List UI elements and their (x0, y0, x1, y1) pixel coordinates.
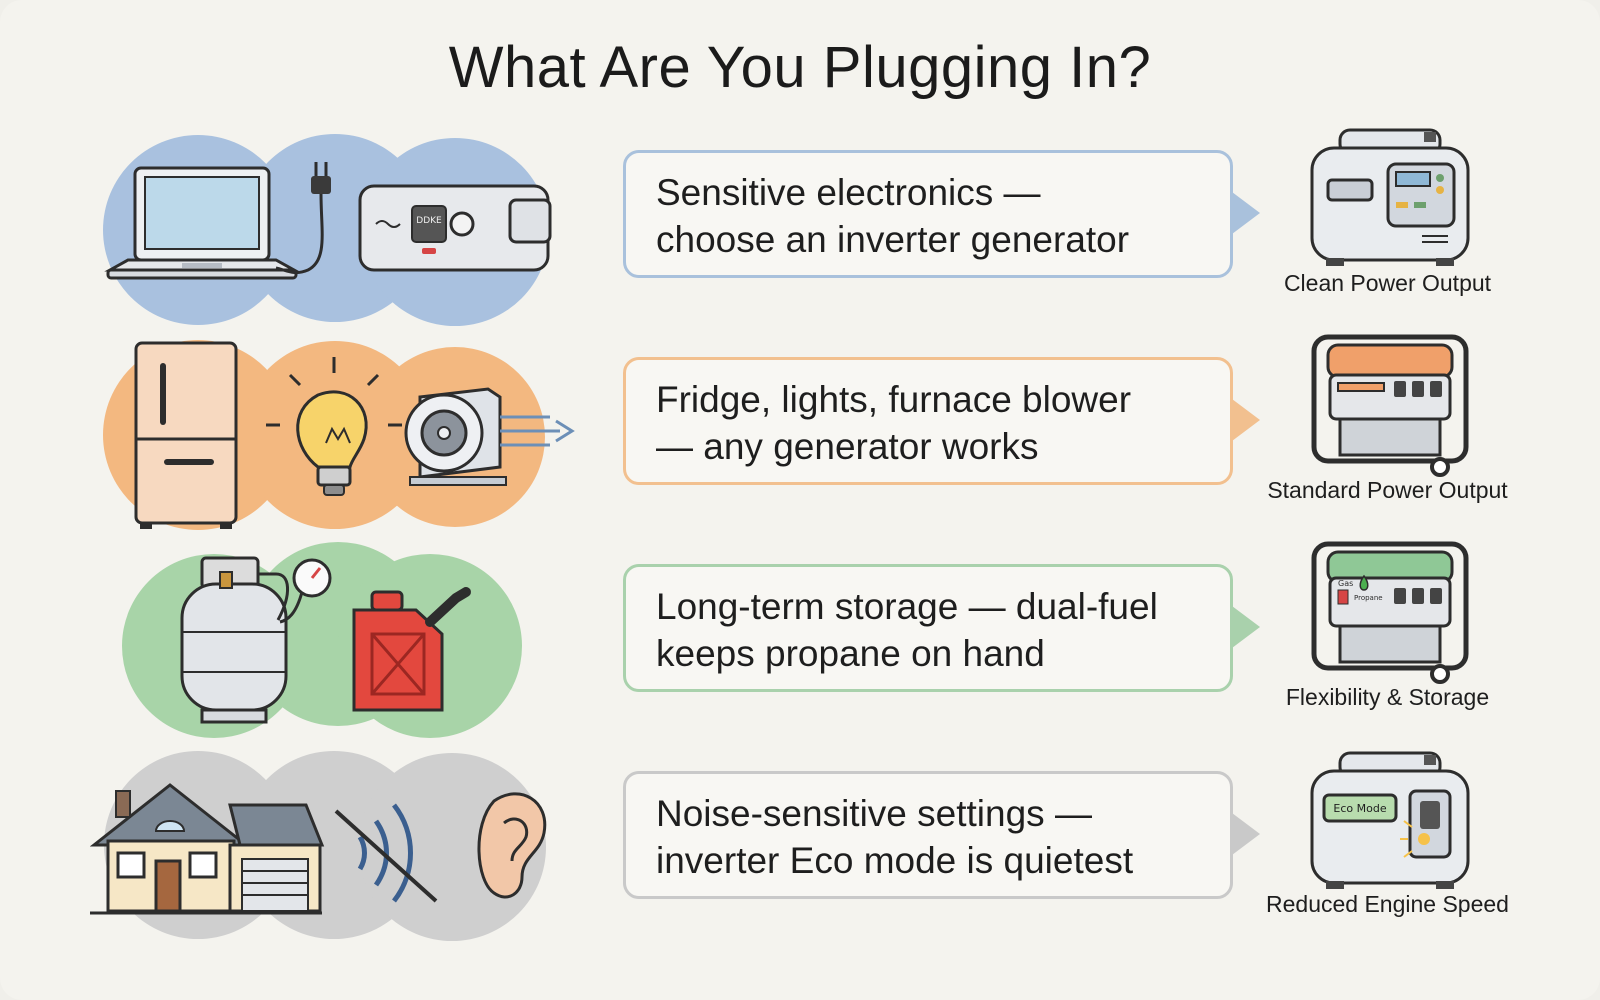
page-title: What Are You Plugging In? (448, 35, 1152, 100)
pointer-arrow (1232, 813, 1260, 855)
message-box-storage: Long-term storage — dual-fuel keeps prop… (623, 564, 1233, 692)
message-line-1: Noise-sensitive settings — (656, 793, 1092, 834)
eco-mode-generator-icon: Eco Mode (1310, 751, 1470, 889)
open-frame-generator-icon (1311, 334, 1469, 477)
illustration-noise (90, 741, 610, 951)
illustration-electronics: DDKE (90, 120, 610, 330)
row-sensitive-electronics: DDKE Sensitive electronics — choose an i… (0, 120, 1600, 330)
pressure-gauge-icon (279, 558, 332, 624)
ear-icon (477, 792, 547, 899)
message-box-appliances: Fridge, lights, furnace blower — any gen… (623, 357, 1233, 485)
caption-label: Clean Power Output (1283, 270, 1492, 296)
dual-fuel-generator-icon: Gas Propane (1311, 541, 1469, 684)
light-bulb-icon (266, 357, 402, 496)
caption-label: Flexibility & Storage (1285, 684, 1490, 710)
row-long-term-storage: Long-term storage — dual-fuel keeps prop… (0, 534, 1600, 744)
refrigerator-icon (134, 341, 238, 529)
message-line-1: Sensitive electronics — (656, 172, 1041, 213)
inverter-generator-icon (1310, 128, 1470, 266)
fuel-label-propane: Propane (1354, 594, 1383, 602)
laptop-icon (104, 166, 300, 280)
row-noise-sensitive: Noise-sensitive settings — inverter Eco … (0, 741, 1600, 951)
message-line-2: — any generator works (656, 426, 1039, 467)
message-box-noise: Noise-sensitive settings — inverter Eco … (623, 771, 1233, 899)
illustration-fuel-storage (90, 534, 610, 744)
message-line-2: choose an inverter generator (656, 219, 1130, 260)
cpap-machine-icon: DDKE (358, 184, 552, 272)
generator-illustration (1300, 327, 1480, 477)
message-box-electronics: Sensitive electronics — choose an invert… (623, 150, 1233, 278)
row-standard-appliances: Fridge, lights, furnace blower — any gen… (0, 327, 1600, 537)
caption-label: Standard Power Output (1267, 477, 1508, 503)
message-line-2: inverter Eco mode is quietest (656, 840, 1134, 881)
muted-sound-icon (334, 803, 438, 903)
generator-illustration: Eco Mode (1300, 741, 1480, 891)
furnace-blower-icon (404, 387, 575, 486)
house-icon (90, 783, 325, 915)
caption-label: Reduced Engine Speed (1266, 891, 1509, 917)
pointer-arrow (1232, 399, 1260, 441)
plug-icon (275, 162, 331, 275)
message-line-1: Long-term storage — dual-fuel (656, 586, 1158, 627)
eco-mode-label: Eco Mode (1333, 802, 1386, 815)
cpap-display-label: DDKE (416, 216, 442, 226)
fuel-label-gas: Gas (1338, 579, 1353, 588)
generator-illustration: Gas Propane (1300, 534, 1480, 684)
generator-illustration (1300, 120, 1480, 270)
pointer-arrow (1232, 606, 1260, 648)
pointer-arrow (1232, 192, 1260, 234)
message-line-2: keeps propane on hand (656, 633, 1045, 674)
propane-tank-icon (180, 556, 289, 724)
message-line-1: Fridge, lights, furnace blower (656, 379, 1132, 420)
illustration-appliances (90, 327, 610, 537)
gas-can-icon (352, 587, 471, 712)
